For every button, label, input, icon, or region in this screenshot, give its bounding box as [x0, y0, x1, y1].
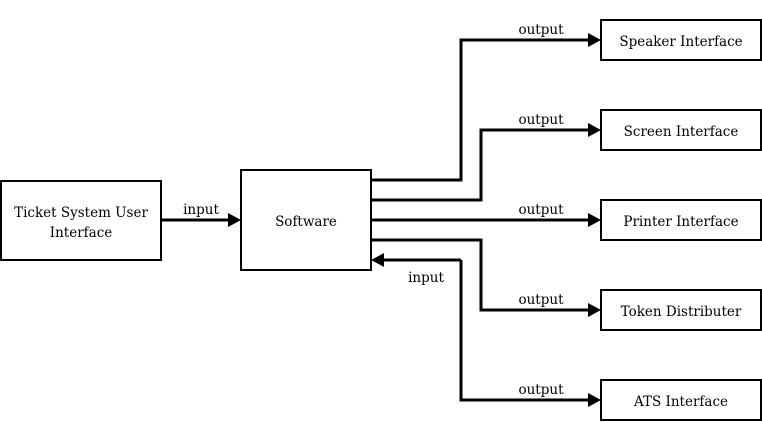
arrowhead-icon — [371, 253, 384, 267]
arrowhead-icon — [588, 33, 601, 47]
node-ticket-system-user-interface: Ticket System User Interface — [0, 180, 162, 261]
node-speaker-interface: Speaker Interface — [600, 19, 762, 61]
arrowhead-icon — [228, 213, 241, 227]
edge-to-ats: output — [459, 260, 601, 407]
software-label: Software — [275, 214, 337, 230]
edge-label-input-ats: input — [408, 270, 444, 286]
edge-label-input-left: input — [183, 202, 219, 218]
token-label: Token Distributer — [621, 304, 742, 320]
node-printer-interface: Printer Interface — [600, 199, 762, 241]
edge-ats-to-software: input — [371, 253, 461, 286]
edge-ui-to-software: input — [161, 202, 241, 227]
edge-label-output-ats: output — [518, 382, 564, 398]
node-token-distributer: Token Distributer — [600, 289, 762, 331]
edge-label-output-screen: output — [518, 112, 564, 128]
edge-to-token: output — [371, 238, 601, 317]
node-software: Software — [240, 169, 372, 271]
edge-label-output-token: output — [518, 292, 564, 308]
edge-to-printer: output — [371, 202, 601, 227]
edge-to-screen: output — [371, 112, 601, 202]
edge-to-speaker: output — [371, 22, 601, 182]
node-screen-interface: Screen Interface — [600, 109, 762, 151]
arrowhead-icon — [588, 393, 601, 407]
edge-label-output-speaker: output — [518, 22, 564, 38]
edge-label-output-printer: output — [518, 202, 564, 218]
arrowhead-icon — [588, 123, 601, 137]
arrowhead-icon — [588, 303, 601, 317]
printer-label: Printer Interface — [623, 214, 738, 230]
arrowhead-icon — [588, 213, 601, 227]
screen-label: Screen Interface — [624, 124, 739, 140]
ticket-ui-label-line-1: Ticket System User — [14, 205, 148, 221]
ats-label: ATS Interface — [633, 394, 728, 410]
node-ats-interface: ATS Interface — [600, 379, 762, 421]
ticket-ui-label-line-2: Interface — [50, 225, 113, 241]
speaker-label: Speaker Interface — [619, 34, 742, 50]
